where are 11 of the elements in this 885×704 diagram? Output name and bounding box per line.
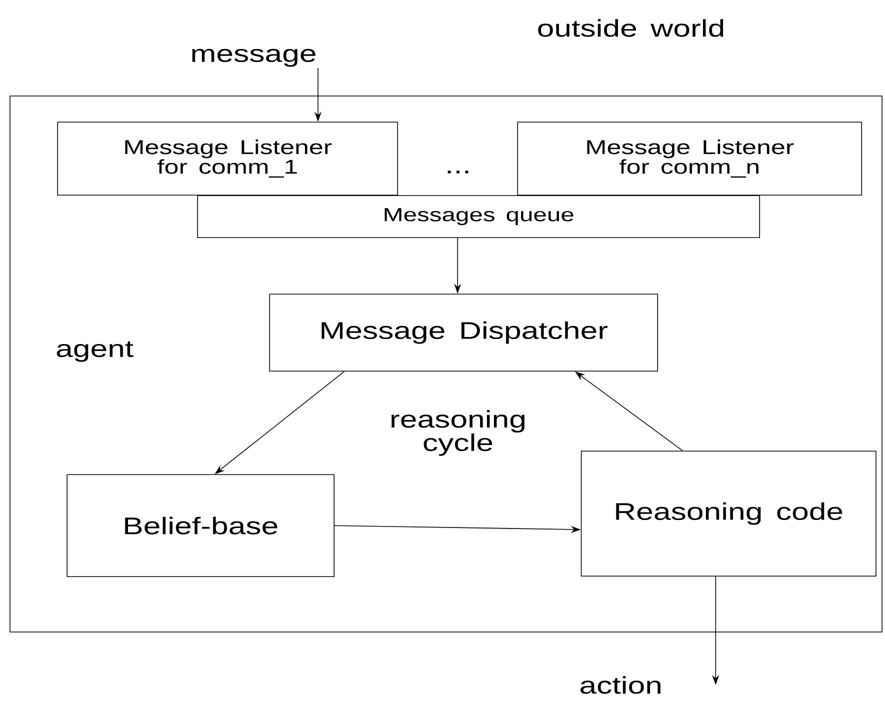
queue-box: Messages queue: [197, 195, 760, 238]
listener-box: Message Listener for comm_n: [517, 122, 862, 196]
reasoning-code-box: Reasoning code: [580, 450, 876, 576]
dispatcher-box: Message Dispatcher: [269, 294, 658, 372]
ellipsis: ...: [448, 170, 468, 174]
listener-box: Message Listener for comm_1: [57, 122, 398, 196]
message-text: message: [192, 48, 316, 67]
belief-base-box: Belief-base: [66, 474, 334, 577]
annotation-text: reasoning cycle: [392, 410, 524, 456]
heading-text: outside world: [538, 19, 724, 37]
action-text: action: [580, 676, 660, 694]
